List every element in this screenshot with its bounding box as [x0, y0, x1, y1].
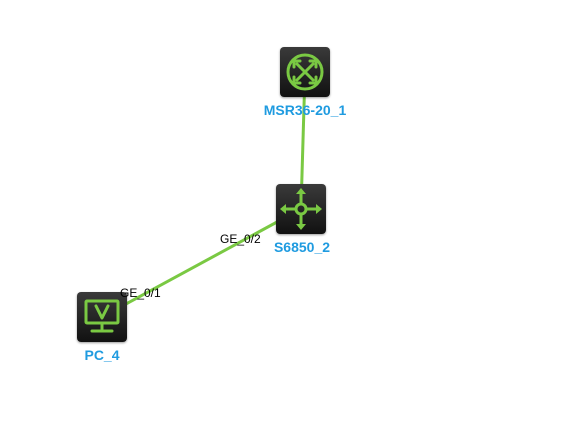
port-label-pc-ge-0-1: GE_0/1	[120, 286, 161, 300]
switch-icon	[280, 188, 322, 230]
port-label-s6850-ge-0-2: GE_0/2	[220, 232, 261, 246]
router-icon	[286, 53, 324, 91]
device-switch-s6850-2[interactable]	[276, 184, 326, 234]
device-router-msr36-20-1[interactable]	[280, 47, 330, 97]
link-s6850-pc[interactable]	[101, 207, 302, 319]
device-pc-4[interactable]	[77, 292, 127, 342]
device-label-pc-4[interactable]: PC_4	[84, 347, 120, 363]
device-label-msr36-20-1[interactable]: MSR36-20_1	[263, 102, 347, 118]
pc-icon	[84, 299, 120, 333]
device-label-s6850-2[interactable]: S6850_2	[273, 239, 331, 255]
